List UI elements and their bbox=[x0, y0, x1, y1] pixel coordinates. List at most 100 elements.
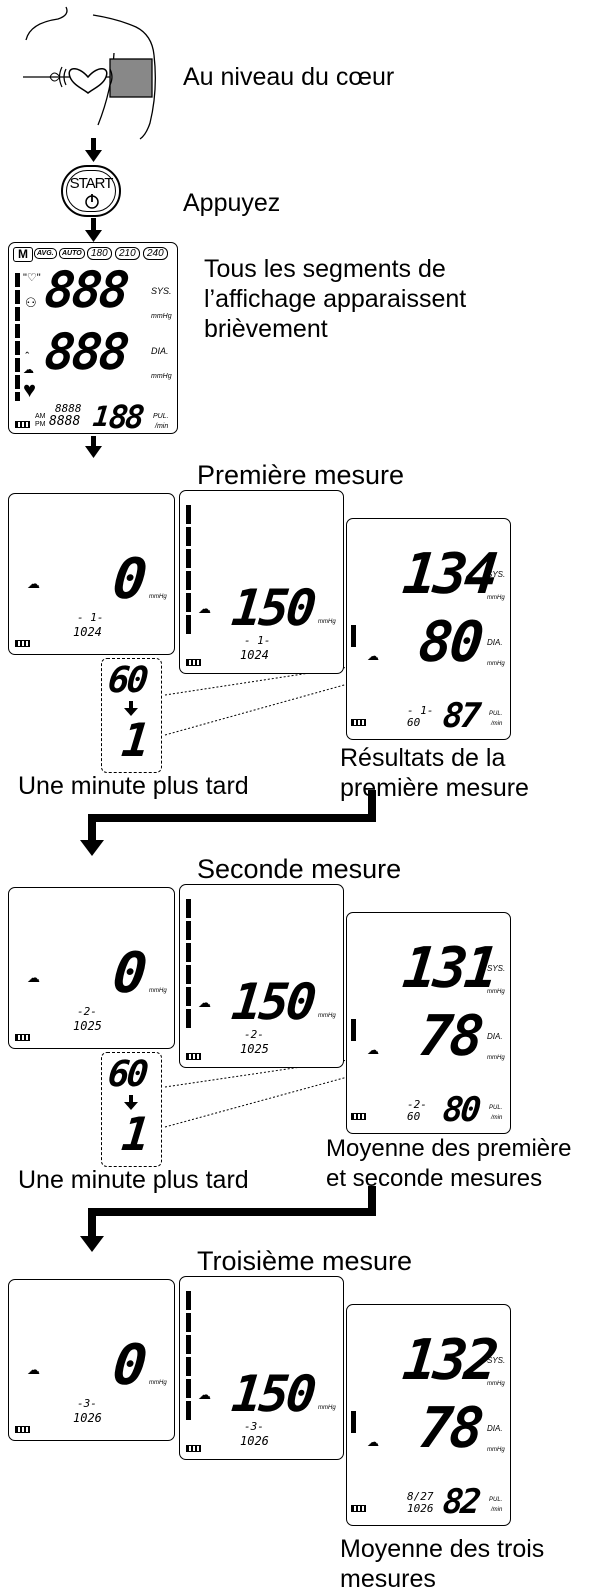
mode-240: 240 bbox=[143, 247, 168, 260]
pul-label: PUL. bbox=[489, 1497, 503, 1503]
flow-arrow-head bbox=[85, 150, 102, 162]
mode-180: 180 bbox=[87, 247, 112, 260]
result-line-2: 60 bbox=[407, 1110, 421, 1123]
result-line-2: 1026 bbox=[407, 1502, 434, 1515]
pressure-bar bbox=[186, 1291, 191, 1423]
result-caption: Moyenne des trois mesures bbox=[340, 1535, 545, 1590]
cuff-icon: ☁ bbox=[367, 649, 379, 663]
section-title: Troisième mesure bbox=[197, 1246, 413, 1276]
wait-caption: Une minute plus tard bbox=[18, 1166, 249, 1194]
dia-digits: 888 bbox=[41, 323, 130, 381]
cuff-icon: ☁ bbox=[27, 576, 40, 591]
cuff-icon: ☁ bbox=[27, 970, 40, 985]
pressure-unit: mmHg bbox=[318, 619, 336, 625]
countdown-box: 60 1 bbox=[101, 1052, 162, 1167]
cuff-icon: ☁ bbox=[198, 601, 211, 616]
countdown-from: 60 bbox=[105, 660, 148, 701]
time-readout: 1024 bbox=[240, 648, 269, 662]
battery-icon bbox=[15, 1034, 30, 1041]
per-min: /min bbox=[155, 423, 169, 430]
sys-value: 131 bbox=[399, 936, 499, 1001]
mode-210: 210 bbox=[115, 247, 140, 260]
countdown-to: 1 bbox=[119, 1107, 150, 1161]
mode-auto: AUTO bbox=[59, 248, 85, 259]
cuff-icon: ☁ bbox=[27, 1362, 40, 1377]
lcd-inflating: ☁ 150 mmHg -2- 1025 bbox=[179, 884, 344, 1068]
lcd-result: 132 SYS. mmHg ☁ 78 DIA. mmHg 8/27 1026 8… bbox=[346, 1304, 511, 1526]
pressure-value: 0 bbox=[109, 1333, 148, 1398]
per-min: /min bbox=[491, 1115, 503, 1121]
dia-mmhg: mmHg bbox=[487, 661, 505, 667]
cycle-indicator: -2- bbox=[77, 1005, 97, 1018]
sys-mmhg: mmHg bbox=[487, 1381, 505, 1387]
pressure-bar bbox=[186, 505, 191, 637]
dia-value: 80 bbox=[415, 610, 484, 675]
result-line-1: 8/27 bbox=[407, 1490, 434, 1503]
battery-icon bbox=[15, 1426, 30, 1433]
result-line-2: 60 bbox=[407, 716, 421, 729]
cycle-indicator: -3- bbox=[77, 1397, 97, 1410]
time-readout: 1024 bbox=[73, 625, 102, 639]
wait-caption: Une minute plus tard bbox=[18, 772, 249, 800]
flow-connector bbox=[368, 790, 376, 822]
result-caption: Moyenne des première et seconde mesures bbox=[326, 1135, 572, 1192]
dia-label: DIA. bbox=[487, 638, 503, 647]
flow-arrow-shaft bbox=[91, 138, 96, 150]
dia-label: DIA. bbox=[487, 1032, 503, 1041]
countdown-box: 60 1 bbox=[101, 658, 162, 773]
down-arrow-icon bbox=[124, 1095, 138, 1110]
time-readout: 1025 bbox=[73, 1019, 102, 1033]
sys-digits: 888 bbox=[41, 261, 130, 319]
pressure-unit: mmHg bbox=[318, 1013, 336, 1019]
pressure-unit: mmHg bbox=[149, 988, 167, 994]
pul-label: PUL. bbox=[489, 1105, 503, 1111]
lcd-all-segments: M AVG. AUTO 180 210 240 "♡" ⚇ ꞈ ☁ ♥ 888 … bbox=[8, 242, 178, 436]
dia-mmhg: mmHg bbox=[487, 1055, 505, 1061]
memory-icon: M bbox=[13, 247, 33, 262]
leader-line bbox=[164, 1072, 363, 1128]
per-min: /min bbox=[491, 721, 503, 727]
pressure-bar bbox=[15, 273, 20, 401]
pressure-bar bbox=[351, 1411, 356, 1433]
cycle-indicator: -2- bbox=[244, 1028, 264, 1041]
start-button-label: START bbox=[69, 175, 114, 192]
section-title: Seconde mesure bbox=[197, 854, 402, 884]
sys-value: 134 bbox=[399, 542, 499, 607]
dia-label: DIA. bbox=[151, 346, 169, 356]
date-digits: 8888 bbox=[55, 402, 82, 415]
battery-icon bbox=[15, 421, 30, 428]
per-min: /min bbox=[491, 1507, 503, 1513]
cuff-icon: ☁ bbox=[367, 1043, 379, 1057]
cuff-icon: ☁ bbox=[367, 1435, 379, 1449]
pul-label: PUL. bbox=[153, 413, 169, 420]
sys-label: SYS. bbox=[487, 964, 506, 973]
time-readout: 1025 bbox=[240, 1042, 269, 1056]
pressure-unit: mmHg bbox=[318, 1405, 336, 1411]
pressure-unit: mmHg bbox=[149, 594, 167, 600]
cycle-indicator: - 1- bbox=[77, 611, 104, 624]
dia-mmhg: mmHg bbox=[151, 373, 172, 380]
pulse-lead-digit: 1 bbox=[91, 400, 109, 433]
lcd-zero-pressure: ☁ 0 mmHg -3- 1026 bbox=[8, 1279, 175, 1441]
battery-icon bbox=[186, 659, 201, 666]
pulse-value: 87 bbox=[440, 696, 481, 736]
sys-label: SYS. bbox=[487, 1356, 506, 1365]
cuff-icon: ☁ bbox=[198, 1387, 211, 1402]
pul-label: PUL. bbox=[489, 711, 503, 717]
flow-arrow-head bbox=[80, 1236, 104, 1252]
cycle-indicator: - 1- bbox=[244, 634, 271, 647]
leader-line bbox=[164, 664, 363, 696]
result-line-1: - 1- bbox=[407, 704, 434, 717]
start-button[interactable]: START bbox=[61, 165, 121, 217]
battery-icon bbox=[186, 1053, 201, 1060]
pressure-bar bbox=[351, 625, 356, 647]
countdown-to: 1 bbox=[119, 713, 150, 767]
lcd-result: 134 SYS. mmHg ☁ 80 DIA. mmHg - 1- 60 87 … bbox=[346, 518, 511, 740]
leader-line bbox=[164, 679, 363, 736]
flow-arrow-head bbox=[85, 446, 102, 458]
pulse-heart-icon: "♡" bbox=[23, 272, 41, 284]
flow-arrow-head bbox=[80, 840, 104, 856]
cuff-icon: ☁ bbox=[198, 995, 211, 1010]
dia-mmhg: mmHg bbox=[487, 1447, 505, 1453]
